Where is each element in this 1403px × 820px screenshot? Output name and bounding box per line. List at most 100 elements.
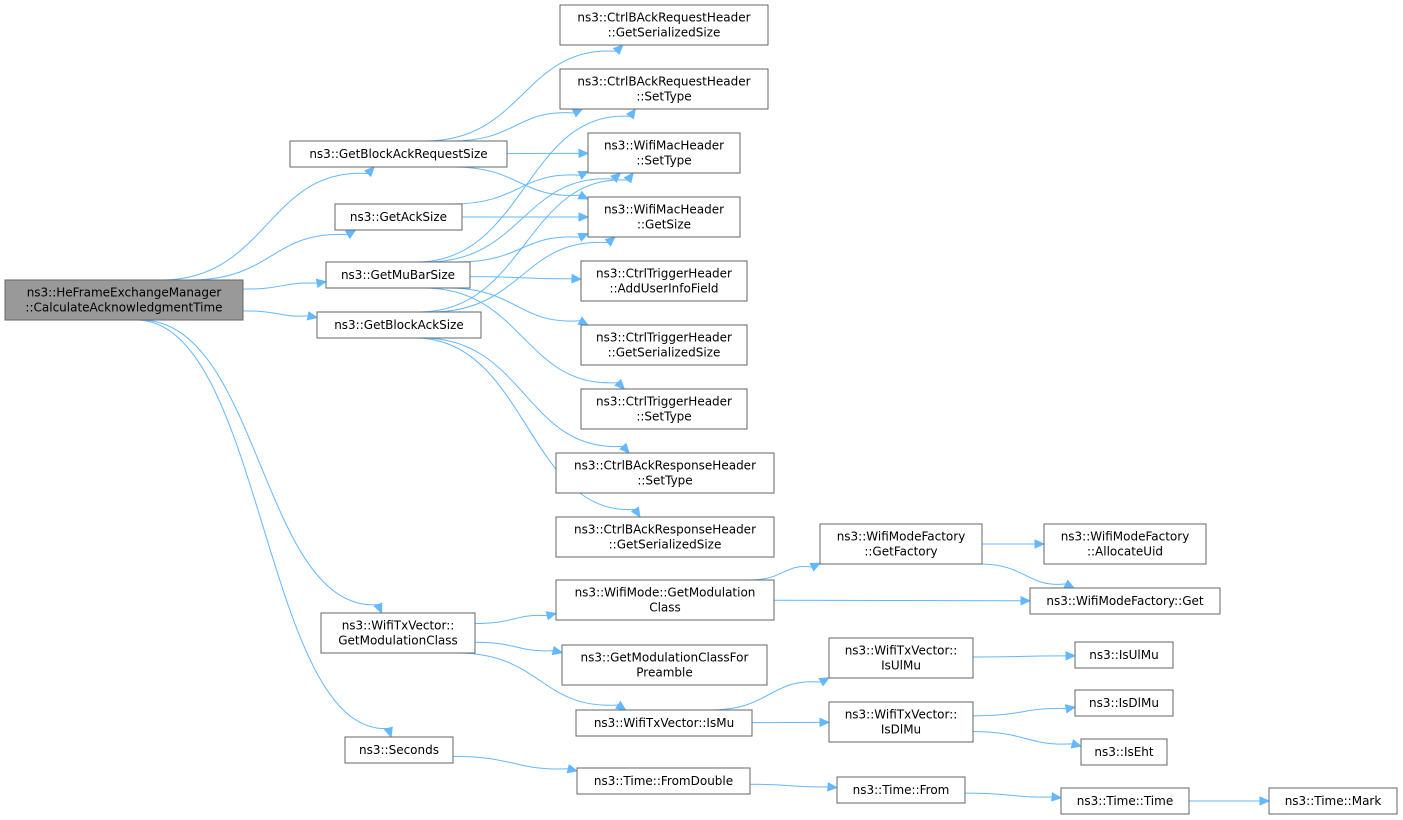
edge-line [416, 115, 631, 263]
edge-line [242, 282, 318, 290]
node-label: ns3::WifiMacHeader [604, 139, 724, 153]
arrowhead-icon [577, 190, 590, 200]
edge-time-time-to-time-mark [1188, 796, 1271, 806]
node-wifi-mode-factory-get-factory[interactable]: ns3::WifiModeFactory::GetFactory [819, 523, 983, 565]
node-bar-req-set-type[interactable]: ns3::CtrlBAckRequestHeader::SetType [559, 68, 769, 110]
node-label: ns3::GetModulationClassFor [581, 651, 749, 665]
node-time-from[interactable]: ns3::Time::From [836, 776, 966, 804]
edge-root-to-get-block-ack-request-size [161, 166, 375, 281]
node-label: ns3::CtrlBAckRequestHeader [577, 75, 750, 89]
node-box [561, 644, 768, 686]
node-bar-req-get-serialized-size[interactable]: ns3::CtrlBAckRequestHeader::GetSerialize… [559, 4, 769, 46]
node-label: ns3::WifiTxVector:: [342, 619, 455, 633]
node-box [828, 637, 974, 679]
arrowhead-icon [1063, 579, 1076, 589]
edge-root-to-wifi-tx-vector-get-modulation-class [140, 319, 383, 615]
node-root[interactable]: ns3::HeFrameExchangeManager::CalculateAc… [4, 279, 244, 321]
edge-wifi-tx-vector-is-mu-to-wifi-tx-vector-is-dl-mu [751, 717, 831, 728]
node-label: ns3::GetAckSize [350, 210, 447, 224]
arrowhead-icon [571, 273, 583, 284]
edge-get-block-ack-size-to-ba-resp-get-serialized-size [415, 337, 641, 519]
edge-wifi-mode-factory-get-factory-to-wifi-mode-factory-get [979, 563, 1076, 589]
node-ba-resp-get-serialized-size[interactable]: ns3::CtrlBAckResponseHeader::GetSerializ… [555, 516, 775, 558]
node-label: ns3::Time::From [853, 783, 950, 797]
arrowhead-icon [364, 166, 375, 178]
node-trigger-get-serialized-size[interactable]: ns3::CtrlTriggerHeader::GetSerializedSiz… [580, 324, 748, 366]
edge-get-block-ack-size-to-ba-resp-set-type [422, 337, 630, 454]
node-label: ::SetType [636, 410, 691, 424]
node-ba-resp-set-type[interactable]: ns3::CtrlBAckResponseHeader::SetType [555, 452, 775, 494]
arrowhead-icon [827, 782, 839, 792]
node-wifi-tx-vector-is-dl-mu[interactable]: ns3::WifiTxVector::IsDlMu [828, 701, 974, 743]
edge-line [469, 276, 573, 280]
node-time-from-double[interactable]: ns3::Time::FromDouble [576, 767, 751, 795]
edge-line [425, 50, 617, 142]
node-box [1268, 787, 1398, 815]
node-label: ns3::Time::FromDouble [594, 774, 733, 788]
node-label: ns3::CtrlBAckRequestHeader [577, 11, 750, 25]
node-get-mu-bar-size[interactable]: ns3::GetMuBarSize [325, 261, 471, 289]
node-wifi-tx-vector-is-ul-mu[interactable]: ns3::WifiTxVector::IsUlMu [828, 637, 974, 679]
node-box [587, 196, 741, 238]
edge-wifi-tx-vector-get-modulation-class-to-wifi-tx-vector-is-mu [457, 652, 627, 711]
node-label: ns3::WifiModeFactory [1061, 530, 1190, 544]
edge-time-from-to-time-time [964, 792, 1063, 802]
edge-get-block-ack-request-size-to-mac-header-set-type [506, 148, 590, 159]
node-label: ns3::IsDlMu [1089, 696, 1159, 710]
edge-get-block-ack-request-size-to-mac-header-get-size [453, 166, 590, 200]
node-mac-header-get-size[interactable]: ns3::WifiMacHeader::GetSize [587, 196, 741, 238]
arrowhead-icon [619, 442, 630, 454]
node-label: GetModulationClass [338, 634, 458, 648]
node-wifi-mode-factory-allocate-uid[interactable]: ns3::WifiModeFactory::AllocateUid [1043, 523, 1207, 565]
arrowhead-icon [630, 506, 641, 519]
edge-wifi-tx-vector-is-ul-mu-to-is-ul-mu [972, 651, 1077, 661]
arrowhead-icon [373, 602, 383, 615]
node-box [587, 132, 741, 174]
node-time-mark[interactable]: ns3::Time::Mark [1268, 787, 1398, 815]
node-wifi-tx-vector-get-modulation-class[interactable]: ns3::WifiTxVector::GetModulationClass [320, 612, 476, 654]
node-time-time[interactable]: ns3::Time::Time [1060, 787, 1190, 815]
arrowhead-icon [625, 107, 637, 120]
node-box [325, 261, 471, 289]
node-box [836, 776, 966, 804]
node-label: ::SetType [636, 90, 691, 104]
arrowhead-icon [1034, 539, 1046, 549]
edge-get-mu-bar-size-to-mac-header-get-size [457, 232, 590, 263]
node-get-block-ack-size[interactable]: ns3::GetBlockAckSize [316, 311, 482, 339]
node-box [344, 736, 454, 764]
node-label: ns3::WifiMode::GetModulation [575, 586, 756, 600]
node-mac-header-set-type[interactable]: ns3::WifiMacHeader::SetType [587, 132, 741, 174]
arrowhead-icon [1065, 651, 1077, 661]
node-label: IsDlMu [881, 723, 921, 737]
arrowhead-icon [578, 148, 590, 159]
node-wifi-mode-factory-get[interactable]: ns3::WifiModeFactory::Get [1029, 587, 1221, 615]
edge-seconds-to-time-from-double [452, 755, 579, 774]
edge-get-mu-bar-size-to-trigger-set-type [423, 287, 626, 390]
edge-line [161, 173, 368, 281]
node-wifi-mode-get-modulation-class[interactable]: ns3::WifiMode::GetModulationClass [555, 579, 775, 621]
edge-line [422, 337, 624, 447]
node-label: ::GetSerializedSize [608, 346, 721, 360]
edge-get-block-ack-size-to-mac-header-get-size [430, 236, 616, 313]
edge-line [474, 614, 548, 624]
node-box [555, 516, 775, 558]
node-is-dl-mu[interactable]: ns3::IsDlMu [1074, 689, 1174, 717]
node-is-ul-mu[interactable]: ns3::IsUlMu [1074, 641, 1174, 669]
arrowhead-icon [571, 108, 584, 118]
node-get-block-ack-request-size[interactable]: ns3::GetBlockAckRequestSize [289, 140, 508, 168]
node-seconds[interactable]: ns3::Seconds [344, 736, 454, 764]
node-is-eht[interactable]: ns3::IsEht [1080, 738, 1168, 766]
arrowhead-icon [604, 236, 616, 247]
node-trigger-set-type[interactable]: ns3::CtrlTriggerHeader::SetType [580, 388, 748, 430]
node-trigger-add-user-info-field[interactable]: ns3::CtrlTriggerHeader::AddUserInfoField [580, 260, 748, 302]
arrowhead-icon [577, 170, 590, 180]
node-wifi-tx-vector-is-mu[interactable]: ns3::WifiTxVector::IsMu [575, 709, 753, 737]
node-label: ::CalculateAcknowledgmentTime [25, 301, 222, 315]
edge-get-mu-bar-size-to-mac-header-set-type [426, 172, 622, 263]
arrowhead-icon [1051, 792, 1063, 802]
node-box [1080, 738, 1168, 766]
arrowhead-icon [577, 232, 590, 242]
arrowhead-icon [344, 229, 357, 239]
node-get-ack-size[interactable]: ns3::GetAckSize [334, 203, 463, 231]
